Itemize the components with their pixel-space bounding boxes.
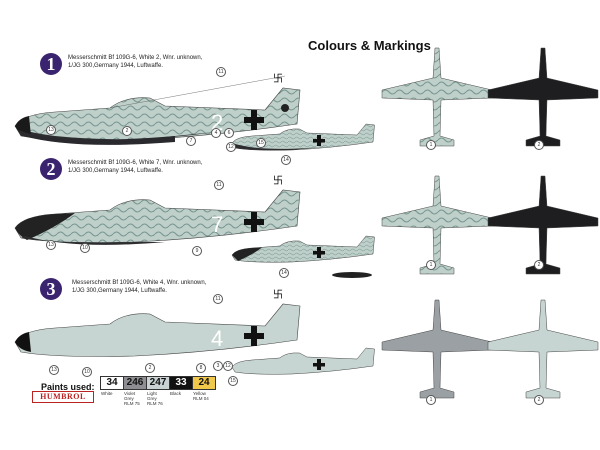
svg-text:卐: 卐 bbox=[273, 73, 283, 85]
callout: 14 bbox=[279, 268, 289, 278]
profile-2-code: 7 bbox=[211, 212, 223, 237]
callout: 8 bbox=[196, 363, 206, 373]
paint-name-line: RLM 04 bbox=[193, 396, 209, 401]
scheme-2-desc-line2: 1/JG 300,Germany 1944, Luftwaffe. bbox=[68, 168, 163, 174]
paint-name-line: Violet bbox=[124, 391, 136, 396]
paint-name-line: RLM 75 bbox=[124, 401, 140, 406]
scheme-3-desc-line1: Messerschmitt Bf 109G-6, White 4, Wnr. u… bbox=[72, 280, 207, 286]
callout: 2 bbox=[534, 260, 544, 270]
callout: 15 bbox=[228, 376, 238, 386]
callout: 1 bbox=[426, 395, 436, 405]
profile-3-side-small bbox=[231, 347, 375, 375]
callout: 7 bbox=[186, 136, 196, 146]
scheme-1-desc-line1: Messerschmitt Bf 109G-6, White 2, Wnr. u… bbox=[68, 55, 203, 61]
scheme-2-description: Messerschmitt Bf 109G-6, White 7, Wnr. u… bbox=[68, 159, 238, 175]
scheme-3-badge: 3 bbox=[40, 278, 62, 300]
profile-2-side: 7 卐 bbox=[14, 175, 301, 245]
callout: 2 bbox=[122, 126, 132, 136]
page-title: Colours & Markings bbox=[308, 38, 431, 53]
scheme-1-desc-line2: 1/JG 300,Germany 1944, Luftwaffe. bbox=[68, 63, 163, 69]
bottom-view-3 bbox=[487, 299, 599, 399]
profile-3-code: 4 bbox=[211, 326, 223, 351]
bottom-view-2 bbox=[487, 175, 599, 275]
callout: 15 bbox=[256, 138, 266, 148]
profile-3-side: 4 卐 bbox=[14, 289, 301, 357]
profile-1-side: 2 卐 bbox=[14, 73, 301, 145]
callout: 13 bbox=[49, 365, 59, 375]
callout: 2 bbox=[145, 363, 155, 373]
callout: 10 bbox=[80, 243, 90, 253]
scheme-3-desc-line2: 1/JG 300,Germany 1944, Luftwaffe. bbox=[72, 288, 167, 294]
paint-name-33: Black bbox=[170, 391, 194, 396]
paint-name-line: Black bbox=[170, 391, 182, 396]
svg-text:卐: 卐 bbox=[273, 289, 283, 301]
scheme-1-description: Messerschmitt Bf 109G-6, White 2, Wnr. u… bbox=[68, 54, 238, 70]
scheme-1-badge: 1 bbox=[40, 53, 62, 75]
profile-2-side-small bbox=[231, 235, 375, 278]
paints-used-label: Paints used: bbox=[41, 382, 95, 392]
callout: 1 bbox=[426, 260, 436, 270]
paint-chip-34: 34 bbox=[100, 376, 124, 390]
bottom-view-1 bbox=[487, 47, 599, 147]
callout: 12 bbox=[223, 361, 233, 371]
callout: 12 bbox=[226, 142, 236, 152]
paint-chip-24: 24 bbox=[192, 376, 216, 390]
paint-name-line: Yellow bbox=[193, 391, 206, 396]
paint-chip-247: 247 bbox=[146, 376, 170, 390]
callout: 3 bbox=[213, 361, 223, 371]
scheme-2-badge: 2 bbox=[40, 158, 62, 180]
paint-name-line: RLM 76 bbox=[147, 401, 163, 406]
callout: 11 bbox=[214, 180, 224, 190]
top-view-3 bbox=[381, 299, 493, 399]
paint-name-line: Light bbox=[147, 391, 157, 396]
paint-name-line: White bbox=[101, 391, 113, 396]
callout: 4 bbox=[211, 128, 221, 138]
profile-1-side-small bbox=[231, 123, 375, 151]
callout: 9 bbox=[192, 246, 202, 256]
callout: 2 bbox=[534, 140, 544, 150]
callout: 13 bbox=[46, 125, 56, 135]
top-view-1 bbox=[381, 47, 493, 147]
paint-name-34: White bbox=[101, 391, 125, 396]
paint-name-line: Grey bbox=[124, 396, 134, 401]
scheme-3-description: Messerschmitt Bf 109G-6, White 4, Wnr. u… bbox=[72, 279, 242, 295]
callout: 13 bbox=[46, 240, 56, 250]
callout: 6 bbox=[224, 128, 234, 138]
callout: 14 bbox=[281, 155, 291, 165]
svg-text:卐: 卐 bbox=[273, 175, 283, 187]
top-view-2 bbox=[381, 175, 493, 275]
paint-name-line: Grey bbox=[147, 396, 157, 401]
callout: 1 bbox=[426, 140, 436, 150]
paint-chip-33: 33 bbox=[169, 376, 193, 390]
callout: 11 bbox=[213, 294, 223, 304]
humbrol-logo: HUMBROL bbox=[32, 391, 94, 403]
paint-chip-246: 246 bbox=[123, 376, 147, 390]
scheme-2-desc-line1: Messerschmitt Bf 109G-6, White 7, Wnr. u… bbox=[68, 160, 203, 166]
callout: 2 bbox=[534, 395, 544, 405]
callout: 10 bbox=[82, 367, 92, 377]
callout: 11 bbox=[216, 67, 226, 77]
